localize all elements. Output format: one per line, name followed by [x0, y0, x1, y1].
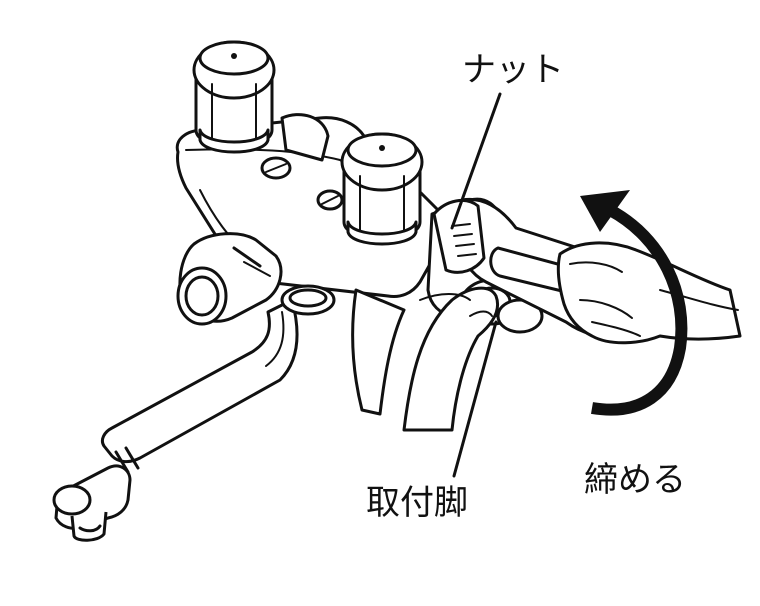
spout-head: [52, 464, 132, 542]
mounting-leg-label: 取付脚: [366, 483, 468, 523]
nut-label: ナット: [462, 50, 564, 90]
tighten-label: 締める: [584, 460, 686, 500]
spout-joint: [280, 284, 336, 316]
right-hand: [556, 241, 742, 345]
right-valve-cap: [340, 132, 424, 246]
left-hand: [351, 286, 499, 432]
mounting-leg-leader-line: [452, 320, 498, 478]
left-inlet: [176, 232, 283, 326]
spout-pipe: [100, 298, 299, 474]
nut-leader-line: [450, 92, 502, 230]
left-valve-cap: [192, 40, 276, 154]
tighten-direction-arrow: [580, 190, 688, 416]
